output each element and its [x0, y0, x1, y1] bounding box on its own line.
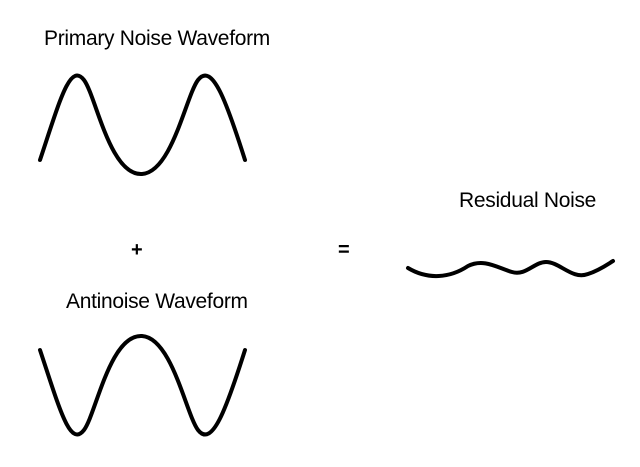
antinoise-waveform	[38, 333, 247, 437]
equals-operator: =	[338, 239, 350, 261]
antinoise-label: Antinoise Waveform	[66, 290, 248, 313]
residual-noise-waveform	[406, 259, 615, 279]
plus-operator: +	[131, 239, 143, 261]
primary-noise-label: Primary Noise Waveform	[44, 27, 270, 50]
primary-noise-waveform	[38, 73, 247, 177]
residual-noise-label: Residual Noise	[459, 189, 597, 212]
